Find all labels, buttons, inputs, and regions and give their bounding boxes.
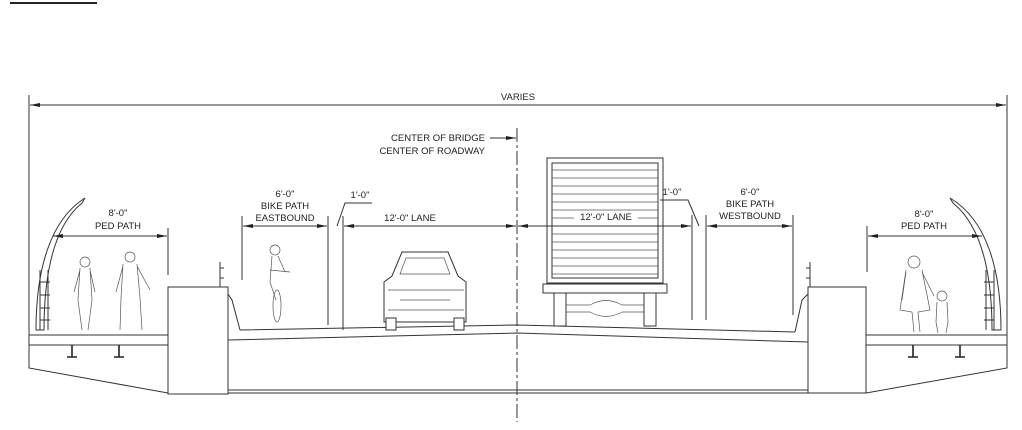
truck-icon <box>542 157 668 327</box>
left-curved-fence <box>35 197 86 331</box>
dimension-label: 8'-0" <box>915 209 934 220</box>
car-icon <box>383 251 467 331</box>
left-ped-path-dimension: 8'-0" PED PATH <box>53 208 169 275</box>
left-barrier <box>167 286 229 395</box>
girder-icons <box>67 345 965 358</box>
right-lane-label: 12'-0" LANE <box>580 212 632 223</box>
dimension-label: BIKE PATH <box>726 199 774 210</box>
center-of-roadway-label: CENTER OF ROADWAY <box>379 146 485 157</box>
dimension-label: PED PATH <box>901 221 947 232</box>
cyclist-icon <box>269 244 291 323</box>
center-of-bridge-label: CENTER OF BRIDGE <box>391 133 485 144</box>
dimension-label: 6'-0" <box>741 187 760 198</box>
right-ped-path-dimension: 8'-0" PED PATH <box>866 209 982 272</box>
centerline: CENTER OF BRIDGE CENTER OF ROADWAY <box>379 128 518 422</box>
dimension-label: WESTBOUND <box>719 211 781 222</box>
pedestrian-icons <box>73 251 949 334</box>
dimension-label: PED PATH <box>95 221 141 232</box>
right-curved-fence <box>949 197 1002 331</box>
lane-dimensions: 12'-0" LANE 12'-0" LANE 1'-0" <box>344 187 707 320</box>
dimension-label: BIKE PATH <box>261 201 309 212</box>
bike-westbound-dimension: 6'-0" BIKE PATH WESTBOUND <box>707 187 794 315</box>
fence-rails <box>39 270 995 330</box>
dimension-label: 6'-0" <box>276 189 295 200</box>
left-buffer-label: 1'-0" <box>351 190 370 201</box>
overall-dimension: VARIES <box>28 92 1008 335</box>
dimension-label: 8'-0" <box>109 208 128 219</box>
bike-eastbound-dimension: 6'-0" BIKE PATH EASTBOUND 1'-0" <box>241 189 372 330</box>
right-barrier <box>807 286 867 394</box>
left-lane-label: 12'-0" LANE <box>384 213 436 224</box>
dimension-label: EASTBOUND <box>255 213 314 224</box>
bridge-deck <box>28 262 1008 395</box>
overall-width-label: VARIES <box>501 92 535 103</box>
right-buffer-label: 1'-0" <box>663 187 682 198</box>
